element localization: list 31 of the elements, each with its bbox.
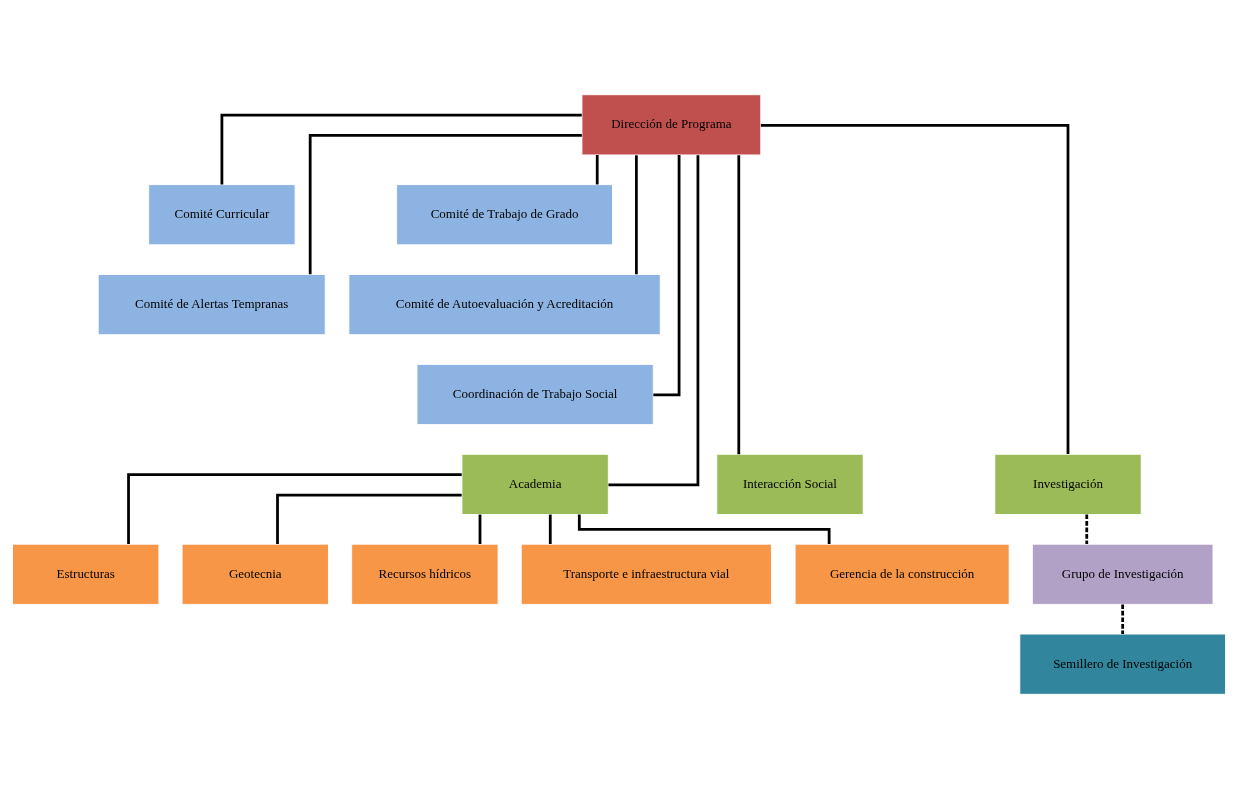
- node-box: Investigación: [994, 453, 1142, 515]
- connector: [608, 155, 700, 487]
- node-box: Semillero de Investigación: [1019, 633, 1226, 695]
- connector: [577, 514, 831, 545]
- node-box: Comité Curricular: [148, 184, 296, 246]
- connector: [548, 514, 552, 545]
- node-box: Coordinación de Trabajo Social: [416, 363, 654, 426]
- connector: [276, 493, 462, 544]
- node-box: Dirección de Programa: [581, 94, 762, 156]
- node-box: Interacción Social: [716, 453, 864, 515]
- connector: [653, 155, 681, 397]
- node-box: Academia: [461, 453, 609, 515]
- node-box: Comité de Trabajo de Grado: [396, 184, 613, 246]
- connector: [478, 514, 482, 545]
- node-box: Comité de Autoevaluación y Acreditación: [348, 274, 661, 336]
- connector: [220, 113, 582, 185]
- connector: [760, 123, 1070, 455]
- connector: [308, 134, 582, 275]
- connector: [1085, 514, 1089, 545]
- connector: [1121, 604, 1125, 634]
- node-box: Transporte e infraestructura vial: [520, 543, 772, 605]
- node-box: Comité de Alertas Tempranas: [97, 274, 326, 336]
- node-box: Grupo de Investigación: [1031, 543, 1214, 605]
- node-box: Geotecnia: [181, 543, 329, 605]
- connector: [737, 155, 741, 455]
- connector: [595, 155, 599, 185]
- node-box: Gerencia de la construcción: [794, 543, 1010, 605]
- connector: [127, 473, 462, 545]
- node-box: Recursos hídricos: [351, 543, 499, 605]
- connector: [635, 155, 638, 275]
- node-box: Estructuras: [12, 543, 160, 605]
